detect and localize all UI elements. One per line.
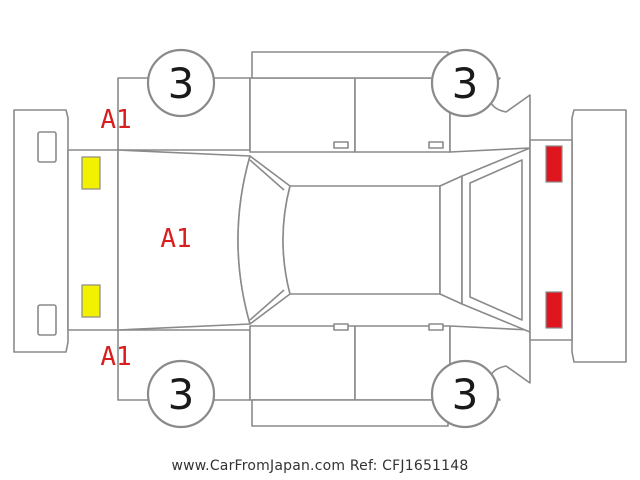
left-side-step bbox=[251, 51, 449, 79]
left-front-door-handle bbox=[333, 141, 349, 149]
rear-window bbox=[439, 175, 463, 305]
wheel-rear-left: 3 bbox=[430, 48, 500, 118]
wheel-rear-right-grade: 3 bbox=[452, 370, 479, 419]
left-rear-door-handle bbox=[428, 141, 444, 149]
front-bumper bbox=[13, 109, 69, 353]
wheel-front-right-grade: 3 bbox=[168, 370, 195, 419]
left-front-door bbox=[249, 77, 356, 153]
rear-panel bbox=[529, 139, 573, 341]
wheel-rear-left-grade: 3 bbox=[452, 59, 479, 108]
wheel-front-left: 3 bbox=[146, 48, 216, 118]
tailgate bbox=[461, 147, 531, 333]
damage-code-left-front-fender: A1 bbox=[100, 105, 131, 135]
right-rear-door-handle bbox=[428, 323, 444, 331]
damage-code-hood: A1 bbox=[160, 224, 191, 254]
front-bumper-vent-upper bbox=[37, 131, 57, 163]
reference-footer: www.CarFromJapan.com Ref: CFJ1651148 bbox=[171, 458, 469, 474]
damage-code-right-front-fender: A1 bbox=[100, 342, 131, 372]
right-front-door-handle bbox=[333, 323, 349, 331]
taillight-lower bbox=[545, 291, 563, 329]
wheel-front-right: 3 bbox=[146, 359, 216, 429]
roof bbox=[282, 185, 441, 295]
a-pillar-left bbox=[249, 159, 285, 191]
taillight-upper bbox=[545, 145, 563, 183]
wheel-rear-right: 3 bbox=[430, 359, 500, 429]
vehicle-condition-diagram: 3 3 3 3 A1 A1 A1 bbox=[13, 48, 627, 429]
front-bumper-vent-lower bbox=[37, 304, 57, 336]
rear-bumper bbox=[571, 109, 627, 363]
right-side-step bbox=[251, 399, 449, 427]
wheel-front-left-grade: 3 bbox=[168, 59, 195, 108]
headlight-lower bbox=[81, 284, 101, 318]
headlight-upper bbox=[81, 156, 101, 190]
a-pillar-right bbox=[249, 289, 285, 321]
right-front-door bbox=[249, 325, 356, 401]
tailgate-inner bbox=[469, 159, 523, 321]
